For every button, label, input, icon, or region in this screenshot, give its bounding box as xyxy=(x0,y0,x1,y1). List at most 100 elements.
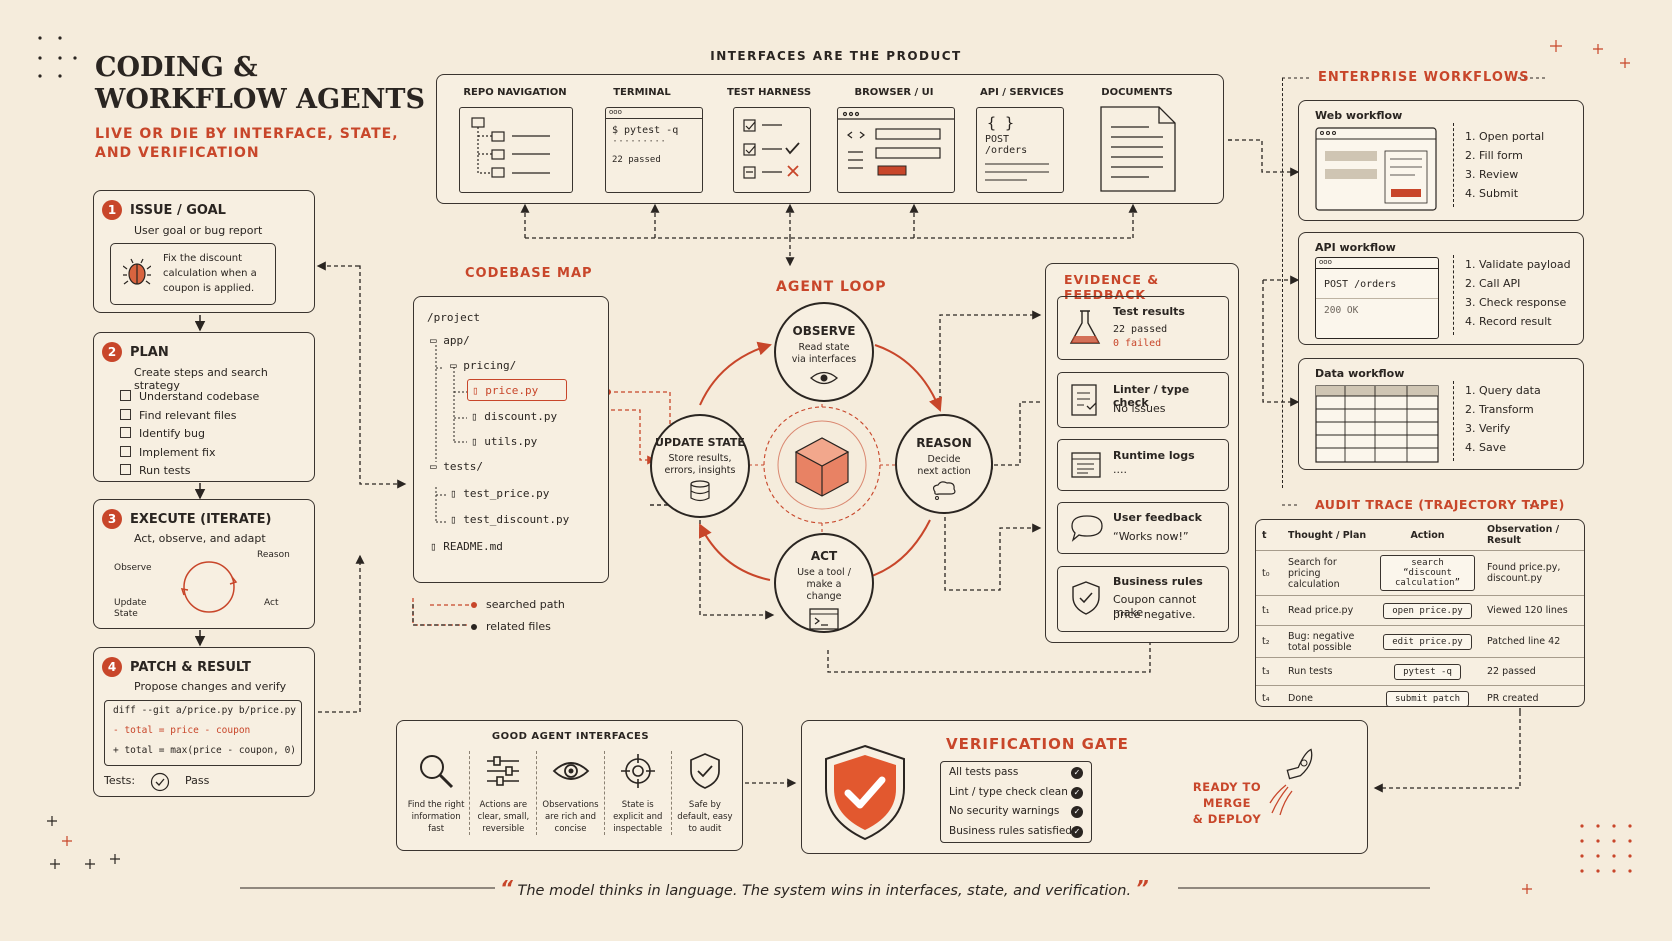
evidence-user-feedback[interactable]: User feedback “Works now!” xyxy=(1057,502,1229,554)
ready-to-merge[interactable]: READY TO MERGE & DEPLOY xyxy=(1167,779,1287,827)
loop-label: Reason xyxy=(257,550,290,560)
table-row[interactable]: t₄ Done submit patch PR created xyxy=(1256,685,1584,706)
good-interfaces-header: GOOD AGENT INTERFACES xyxy=(491,731,650,742)
issue-note: Fix the discount calculation when a coup… xyxy=(110,243,276,305)
workflow-step: 3. Check response xyxy=(1465,296,1567,309)
browser-form-icon xyxy=(838,111,954,176)
api-services-card[interactable]: { } POST /orders xyxy=(976,107,1064,193)
evidence-title: User feedback xyxy=(1113,511,1202,524)
cell-t: t₂ xyxy=(1256,625,1282,658)
file-icon: ▯ xyxy=(450,513,464,526)
tree-file[interactable]: ▯ test_discount.py xyxy=(450,513,569,526)
evidence-test-results[interactable]: Test results 22 passed 0 failed xyxy=(1057,296,1229,360)
tree-label: README.md xyxy=(443,540,503,553)
api-workflow-card[interactable]: API workflow ooo POST /orders 200 OK 1. … xyxy=(1298,232,1584,345)
codebase-panel: /project ▭ app/ ▭ pricing/ ▯ price.py ▯ … xyxy=(413,296,609,583)
action-chip[interactable]: open price.py xyxy=(1383,602,1472,619)
workflow-step: 4. Submit xyxy=(1465,187,1519,200)
plan-item[interactable]: Identify bug xyxy=(120,425,259,444)
browser-window[interactable] xyxy=(837,107,955,193)
file-icon: ▯ xyxy=(472,384,486,397)
col-header: Observation / Result xyxy=(1487,524,1560,546)
plan-item[interactable]: Find relevant files xyxy=(120,407,259,426)
good-item-line: reversible xyxy=(482,824,525,834)
enterprise-divider xyxy=(1282,78,1283,488)
cell-t: t₃ xyxy=(1256,657,1282,686)
quote-close-mark: ” xyxy=(1135,876,1149,900)
evidence-line: ···· xyxy=(1113,466,1127,479)
tree-folder-pricing[interactable]: ▭ pricing/ xyxy=(450,359,516,372)
action-chip[interactable]: submit patch xyxy=(1385,690,1470,706)
main-title-line1: CODING & xyxy=(95,52,258,83)
tree-file[interactable]: ▯ discount.py xyxy=(471,410,557,423)
tree-folder-tests[interactable]: ▭ tests/ xyxy=(430,460,483,473)
audit-trace-table: t Thought / Plan Action Observation / Re… xyxy=(1256,520,1584,706)
tree-file[interactable]: ▯ README.md xyxy=(430,540,503,553)
tree-folder-app[interactable]: ▭ app/ xyxy=(430,334,470,347)
tree-file[interactable]: ▯ test_price.py xyxy=(450,487,549,500)
footer-quote: “ The model thinks in language. The syst… xyxy=(500,876,1180,900)
cell-t: t₀ xyxy=(1256,550,1282,596)
shield-check-icon xyxy=(690,753,720,789)
action-chip[interactable]: edit price.py xyxy=(1383,633,1472,650)
sliders-icon xyxy=(487,756,520,786)
checklist-document-icon xyxy=(1071,384,1097,416)
evidence-linter[interactable]: Linter / type check No issues xyxy=(1057,372,1229,428)
checkbox-icon[interactable] xyxy=(120,408,131,420)
evidence-runtime-logs[interactable]: Runtime logs ···· xyxy=(1057,439,1229,491)
tests-label: Tests: xyxy=(104,774,136,787)
plan-item[interactable]: Implement fix xyxy=(120,444,259,463)
tree-file-price-highlighted[interactable]: ▯ price.py xyxy=(467,379,567,401)
action-chip[interactable]: pytest -q xyxy=(1394,663,1461,680)
web-workflow-card[interactable]: Web workflow 1. Open portal 2. Fill form… xyxy=(1298,100,1584,221)
checkbox-icon[interactable] xyxy=(120,427,131,438)
text-lines-icon xyxy=(985,163,1049,181)
checkbox-icon[interactable] xyxy=(120,464,131,475)
api-request-window: ooo POST /orders 200 OK xyxy=(1315,257,1439,339)
loop-node-observe[interactable]: OBSERVE Read state via interfaces xyxy=(774,302,874,402)
note-line: coupon is applied. xyxy=(163,283,255,294)
checkbox-icon[interactable] xyxy=(120,445,131,457)
table-row[interactable]: t₃ Run tests pytest -q 22 passed xyxy=(1256,657,1584,686)
database-icon xyxy=(690,480,710,502)
plan-item[interactable]: Run tests xyxy=(120,462,259,481)
tree-file[interactable]: ▯ utils.py xyxy=(471,435,537,448)
cell-obs: Found price.py, discount.py xyxy=(1481,550,1584,596)
document-icon[interactable] xyxy=(1099,105,1179,193)
api-response-text: 200 OK xyxy=(1324,305,1359,316)
evidence-title: Linter / type check xyxy=(1113,383,1190,409)
terminal-window[interactable]: ooo $ pytest -q ········· 22 passed xyxy=(605,107,703,193)
checklist-icon xyxy=(743,119,800,179)
action-chip[interactable]: search “discount calculation” xyxy=(1380,555,1475,591)
loop-node-reason[interactable]: REASON Decide next action xyxy=(895,414,993,514)
file-icon: ▯ xyxy=(471,435,485,448)
cell-plan: Read price.py xyxy=(1282,595,1374,626)
table-row[interactable]: t₀ Search for pricing calculation search… xyxy=(1256,550,1584,596)
plan-item[interactable]: Understand codebase xyxy=(120,388,259,407)
step-number: 2 xyxy=(102,342,122,362)
workflow-step: 4. Save xyxy=(1465,441,1506,454)
table-row[interactable]: t₂ Bug: negative total possible edit pri… xyxy=(1256,625,1584,658)
evidence-business-rules[interactable]: Business rules Coupon cannot make price … xyxy=(1057,566,1229,632)
table-row[interactable]: t₁ Read price.py open price.py Viewed 12… xyxy=(1256,595,1584,626)
agent-loop-header: AGENT LOOP xyxy=(776,279,887,295)
eye-icon xyxy=(552,762,589,780)
data-workflow-card[interactable]: Data workflow 1. Query data 2. Transform… xyxy=(1298,358,1584,470)
checkbox-icon[interactable] xyxy=(120,390,131,401)
step-title: EXECUTE (ITERATE) xyxy=(130,512,272,527)
tree-label: pricing/ xyxy=(463,359,517,372)
loop-label: Update State xyxy=(114,598,147,619)
evidence-header: EVIDENCE & FEEDBACK xyxy=(1064,272,1160,302)
good-item-line: information xyxy=(411,812,461,822)
cell-obs: Patched line 42 xyxy=(1481,625,1584,658)
crosshair-icon xyxy=(620,754,655,788)
loop-node-act[interactable]: ACT Use a tool / make a change xyxy=(774,533,874,633)
check-circle-icon: ✓ xyxy=(1071,825,1083,838)
test-harness-icon[interactable] xyxy=(733,107,811,193)
repo-navigation-icon[interactable] xyxy=(459,107,573,193)
loop-node-update-state[interactable]: UPDATE STATE Store results, errors, insi… xyxy=(650,414,750,518)
